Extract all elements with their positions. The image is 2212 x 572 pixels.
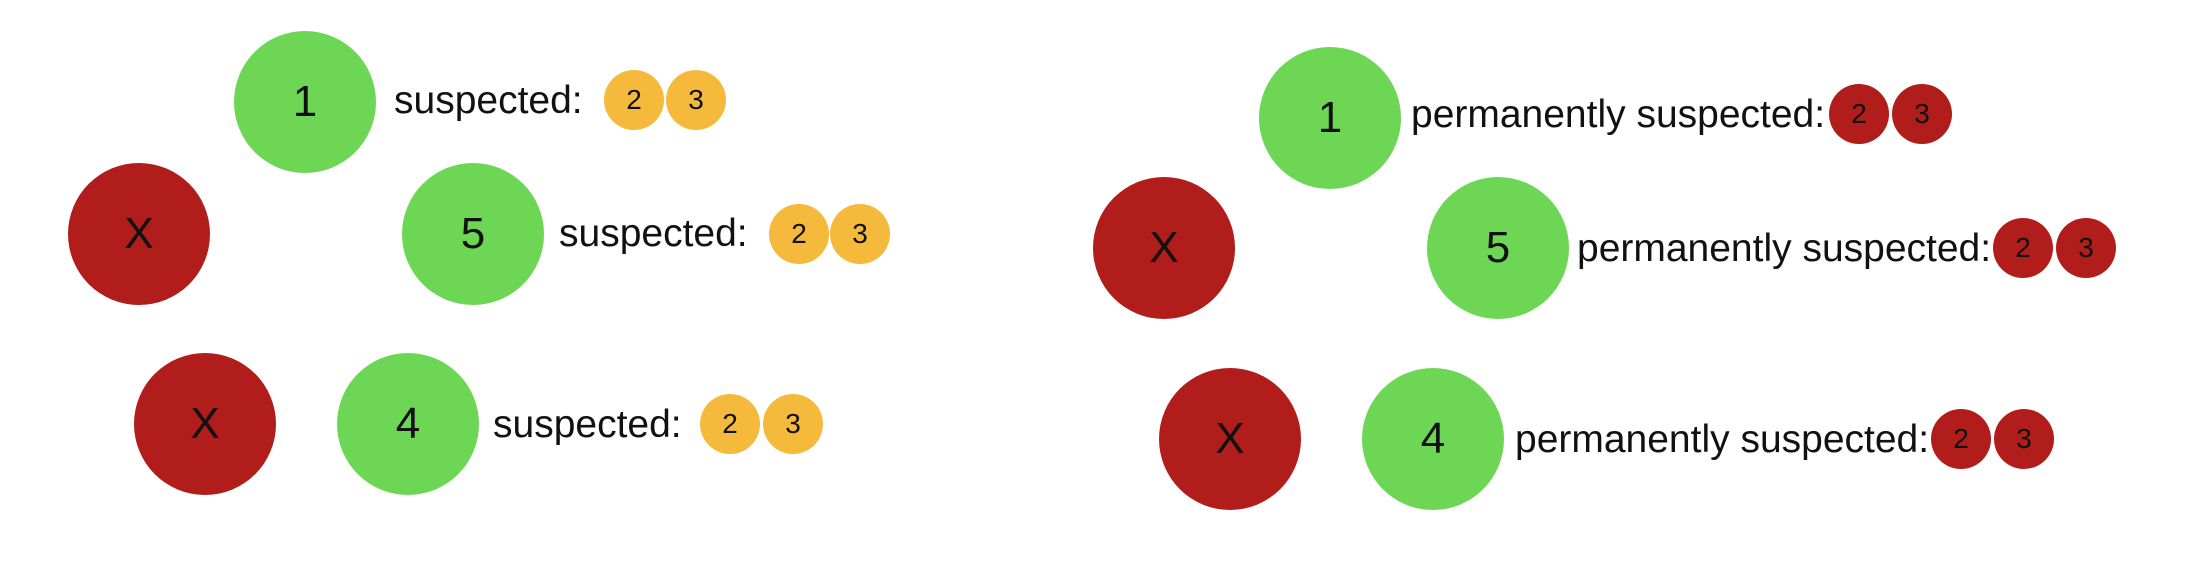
- suspect-badge: 3: [763, 394, 823, 454]
- suspicion-label: suspected:: [394, 79, 583, 122]
- suspect-badge: 3: [830, 204, 890, 264]
- suspect-badge: 2: [700, 394, 760, 454]
- suspicion-label: suspected:: [493, 403, 682, 446]
- suspect-badge: 2: [604, 70, 664, 130]
- suspect-badge: 3: [2056, 218, 2116, 278]
- suspect-badge: 2: [769, 204, 829, 264]
- crashed-node: X: [1093, 177, 1235, 319]
- live-node-1: 1: [234, 31, 376, 173]
- live-node-4: 4: [1362, 368, 1504, 510]
- live-node-5: 5: [1427, 177, 1569, 319]
- suspect-badge: 3: [1892, 84, 1952, 144]
- crashed-node: X: [1159, 368, 1301, 510]
- suspicion-label: permanently suspected:: [1411, 93, 1826, 136]
- suspect-badge: 3: [1994, 409, 2054, 469]
- suspect-badge: 2: [1931, 409, 1991, 469]
- crashed-node: X: [68, 163, 210, 305]
- suspect-badge: 2: [1829, 84, 1889, 144]
- live-node-1: 1: [1259, 47, 1401, 189]
- live-node-4: 4: [337, 353, 479, 495]
- suspicion-label: permanently suspected:: [1515, 418, 1930, 461]
- suspicion-label: suspected:: [559, 212, 748, 255]
- suspect-badge: 2: [1993, 218, 2053, 278]
- crashed-node: X: [134, 353, 276, 495]
- suspicion-label: permanently suspected:: [1577, 227, 1992, 270]
- live-node-5: 5: [402, 163, 544, 305]
- suspect-badge: 3: [666, 70, 726, 130]
